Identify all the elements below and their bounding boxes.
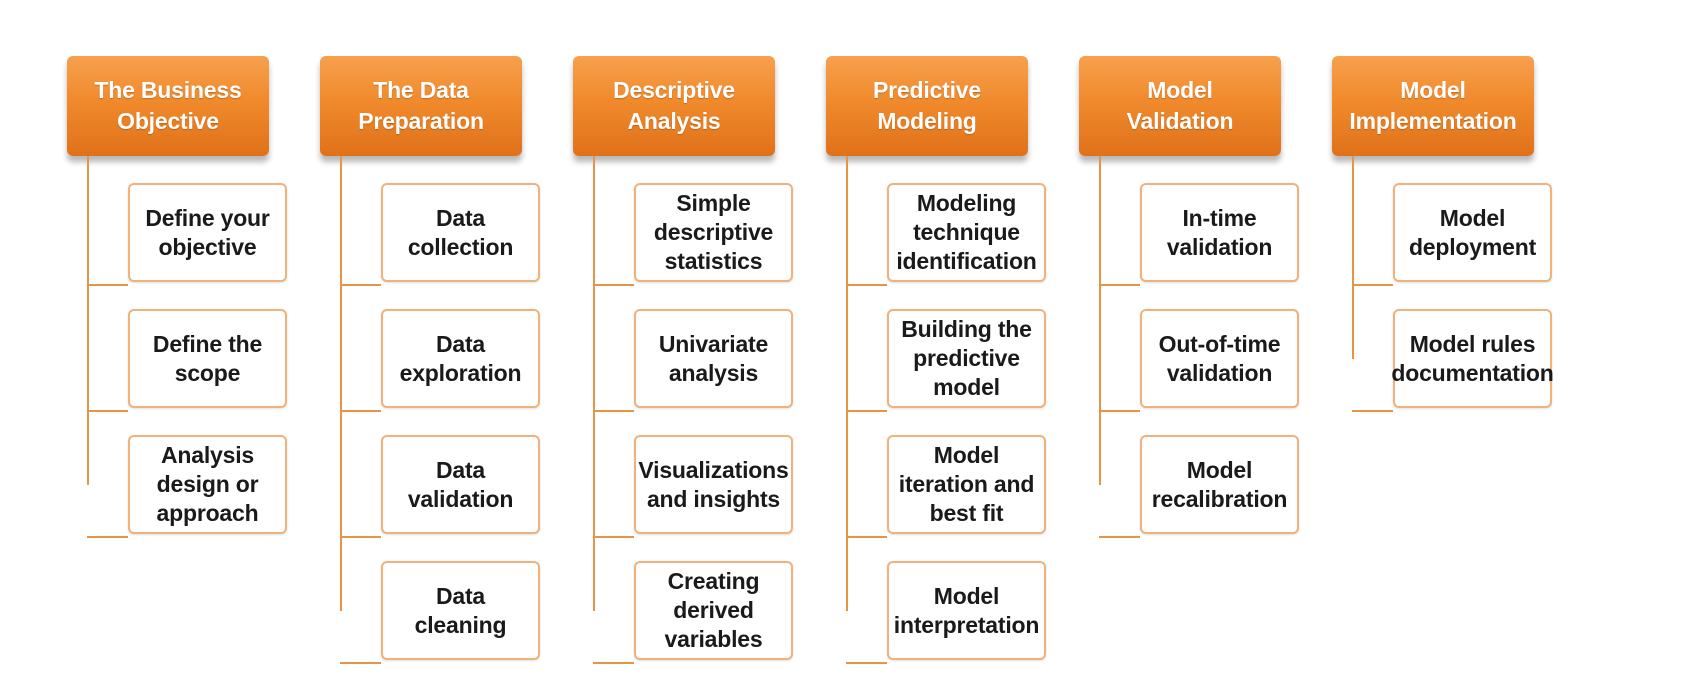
connector-trunk [1099,156,1101,485]
stage-column-descriptive-analysis: Descriptive Analysis Simple descriptive … [573,56,853,676]
stage-column-predictive-modeling: Predictive Modeling Modeling technique i… [826,56,1106,676]
connector-trunk [1352,156,1354,359]
stage-column-model-implementation: Model Implementation Model deployment Mo… [1332,56,1612,676]
connector-branch [593,662,634,664]
stage-header: The Data Preparation [320,56,522,156]
step-box: Model deployment [1393,183,1552,282]
connector-trunk [593,156,595,611]
stage-header: Model Validation [1079,56,1281,156]
stage-header: Model Implementation [1332,56,1534,156]
step-box: Define the scope [128,309,287,408]
step-box: Univariate analysis [634,309,793,408]
step-box: Data exploration [381,309,540,408]
connector-branch [340,662,381,664]
step-box: Creating derived variables [634,561,793,660]
connector-trunk [87,156,89,485]
step-box: Model iteration and best fit [887,435,1046,534]
stage-column-business-objective: The Business Objective Define your objec… [67,56,347,676]
connector-branch [593,284,634,286]
step-box: Data cleaning [381,561,540,660]
step-box: In-time validation [1140,183,1299,282]
step-box: Modeling technique identification [887,183,1046,282]
step-box: Simple descriptive statistics [634,183,793,282]
connector-branch [846,662,887,664]
step-box: Building the predictive model [887,309,1046,408]
connector-branch [87,536,128,538]
step-box: Visualizations and insights [634,435,793,534]
connector-branch [340,284,381,286]
connector-branch [340,536,381,538]
connector-branch [1352,410,1393,412]
step-box: Analysis design or approach [128,435,287,534]
connector-branch [593,536,634,538]
stage-column-data-preparation: The Data Preparation Data collection Dat… [320,56,600,676]
connector-trunk [846,156,848,611]
step-box: Data collection [381,183,540,282]
stage-header: The Business Objective [67,56,269,156]
connector-branch [846,410,887,412]
stage-header: Descriptive Analysis [573,56,775,156]
connector-branch [1099,536,1140,538]
connector-trunk [340,156,342,611]
step-box: Out-of-time validation [1140,309,1299,408]
step-box: Model interpretation [887,561,1046,660]
connector-branch [87,284,128,286]
connector-branch [846,284,887,286]
connector-branch [1099,284,1140,286]
step-box: Model recalibration [1140,435,1299,534]
connector-branch [340,410,381,412]
step-box: Data validation [381,435,540,534]
connector-branch [1352,284,1393,286]
stage-header: Predictive Modeling [826,56,1028,156]
step-box: Model rules documentation [1391,309,1554,408]
stage-column-model-validation: Model Validation In-time validation Out-… [1079,56,1359,676]
connector-branch [846,536,887,538]
step-box: Define your objective [128,183,287,282]
connector-branch [1099,410,1140,412]
connector-branch [593,410,634,412]
connector-branch [87,410,128,412]
